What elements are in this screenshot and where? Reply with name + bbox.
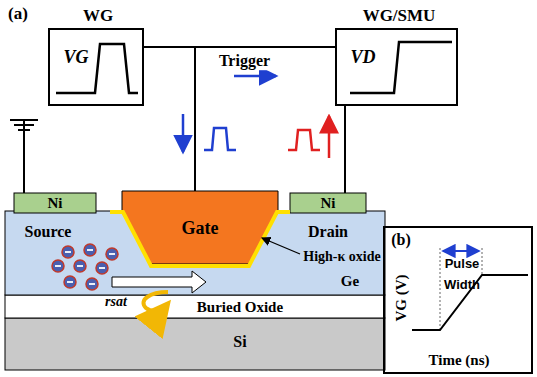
material-label: High-κ oxide: [303, 249, 380, 264]
electrons: [52, 244, 118, 290]
guide-line: [440, 248, 441, 330]
layer-label: Buried Oxide: [197, 299, 283, 316]
inset-plot: (b) Pulse Width VG (V) Time (ns): [383, 226, 533, 374]
instrument-title: WG/SMU: [363, 7, 436, 26]
gate-pulse-waveform: [56, 44, 138, 93]
ground-symbol: [10, 120, 38, 193]
contact-label: Ni: [48, 195, 63, 212]
layer-label: Ge: [341, 273, 359, 290]
signal-wire: [144, 46, 335, 48]
instrument-title: WG: [83, 7, 113, 26]
signal-wire: [344, 106, 346, 193]
gate-label: Gate: [182, 219, 219, 239]
contact-label: Ni: [321, 195, 336, 212]
axis-title: Time (ns): [429, 352, 490, 369]
drain-contact: Ni: [290, 193, 366, 213]
pulse-width-arrow: [443, 250, 479, 252]
panel-label: (b): [391, 231, 411, 249]
edge-label: Trigger: [217, 52, 272, 70]
gate-signal-pulse: [204, 128, 236, 150]
panel-label: (a): [8, 5, 28, 24]
gate-signal-arrow: [182, 114, 185, 152]
signal-wire: [144, 47, 195, 191]
terminal-label: Source: [25, 223, 72, 241]
leader-line: [262, 238, 300, 254]
waveform-generator-box: WGVG: [48, 28, 144, 106]
gate-electrode: Gate: [122, 191, 278, 265]
drain-signal-arrow: [328, 116, 331, 158]
pulse-width-label: Pulse Width: [432, 253, 492, 295]
ni-contact: [14, 193, 96, 213]
channel-current-arrow: [112, 271, 206, 293]
si-substrate: [5, 318, 385, 370]
drain-step-waveform: [350, 42, 452, 93]
drain-signal-pulse: [288, 130, 320, 150]
axis-title: VG (V): [393, 274, 410, 321]
ni-contact: [290, 193, 366, 213]
voltage-symbol: VG: [63, 48, 88, 68]
trigger-direction-arrow: [234, 75, 276, 78]
waveform-smu-box: WG/SMUVD: [335, 28, 458, 106]
saturation-curl-arrow: [143, 292, 168, 311]
voltage-symbol: VD: [350, 48, 375, 68]
source-contact: Ni: [14, 193, 96, 213]
terminal-label: Drain: [308, 223, 348, 241]
layer-label: Si: [233, 333, 246, 351]
buried-oxide: [5, 295, 385, 318]
buried-oxide-layer: Buried Oxide: [5, 295, 385, 318]
parameter-symbol: rsat: [105, 294, 127, 309]
substrate-layer: Si: [5, 318, 385, 370]
guide-line: [482, 248, 483, 276]
